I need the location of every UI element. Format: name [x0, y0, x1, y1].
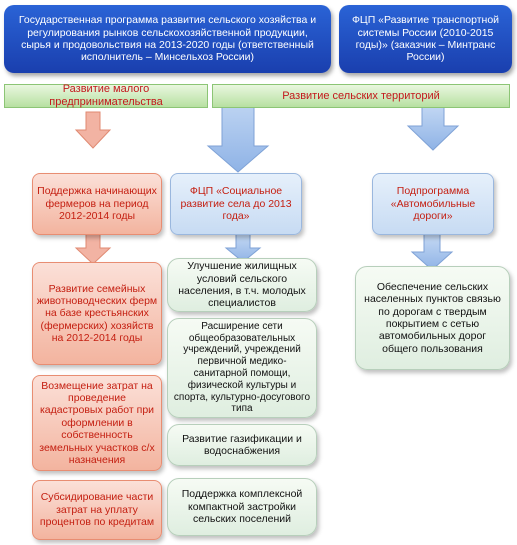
roads-subprogram-box: Подпрограмма «Автомобильные дороги»: [372, 173, 494, 235]
state-program-text: Государственная программа развития сельс…: [18, 14, 317, 64]
family-farms-text: Развитие семейных животноводческих ферм …: [36, 282, 158, 345]
transport-fcp-text: ФЦП «Развитие транспортной системы Росси…: [351, 14, 500, 64]
rural-development-label: Развитие сельских территорий: [282, 89, 440, 102]
gasification-box: Развитие газификации и водоснабжения: [167, 424, 317, 466]
compact-building-box: Поддержка комплексной компактной застрой…: [167, 478, 317, 536]
family-farms-box: Развитие семейных животноводческих ферм …: [32, 262, 162, 365]
rural-development-bar: Развитие сельских территорий: [212, 84, 510, 108]
fcp-social-box: ФЦП «Социальное развитие села до 2013 го…: [170, 173, 302, 235]
credit-subsidy-text: Субсидирование части затрат на уплату пр…: [39, 491, 155, 529]
institutions-box: Расширение сети общеобразовательных учре…: [167, 318, 317, 418]
housing-text: Улучшение жилищных условий сельского нас…: [178, 260, 306, 310]
compact-building-text: Поддержка комплексной компактной застрой…: [181, 488, 303, 526]
gasification-text: Развитие газификации и водоснабжения: [182, 432, 302, 457]
roads-connection-box: Обеспечение сельских населенных пунктов …: [355, 266, 510, 370]
beginning-farmers-box: Поддержка начинающих фермеров на период …: [32, 173, 162, 235]
fcp-social-text: ФЦП «Социальное развитие села до 2013 го…: [180, 185, 292, 223]
credit-subsidy-box: Субсидирование части затрат на уплату пр…: [32, 480, 162, 540]
beginning-farmers-text: Поддержка начинающих фермеров на период …: [37, 185, 157, 223]
institutions-text: Расширение сети общеобразовательных учре…: [173, 320, 311, 415]
roads-subprogram-text: Подпрограмма «Автомобильные дороги»: [390, 185, 476, 223]
cadastral-costs-text: Возмещение затрат на проведение кадастро…: [39, 379, 155, 466]
cadastral-costs-box: Возмещение затрат на проведение кадастро…: [32, 375, 162, 471]
arrow-left-2: [74, 231, 112, 265]
state-program-box: Государственная программа развития сельс…: [4, 5, 331, 73]
transport-fcp-box: ФЦП «Развитие транспортной системы Росси…: [339, 5, 512, 73]
housing-box: Улучшение жилищных условий сельского нас…: [167, 258, 317, 312]
roads-connection-text: Обеспечение сельских населенных пунктов …: [364, 280, 501, 355]
arrow-left-1: [74, 111, 112, 149]
arrow-right-1: [410, 231, 454, 271]
small-business-bar: Развитие малого предпринимательства: [4, 83, 208, 108]
small-business-label: Развитие малого предпринимательства: [49, 83, 163, 108]
